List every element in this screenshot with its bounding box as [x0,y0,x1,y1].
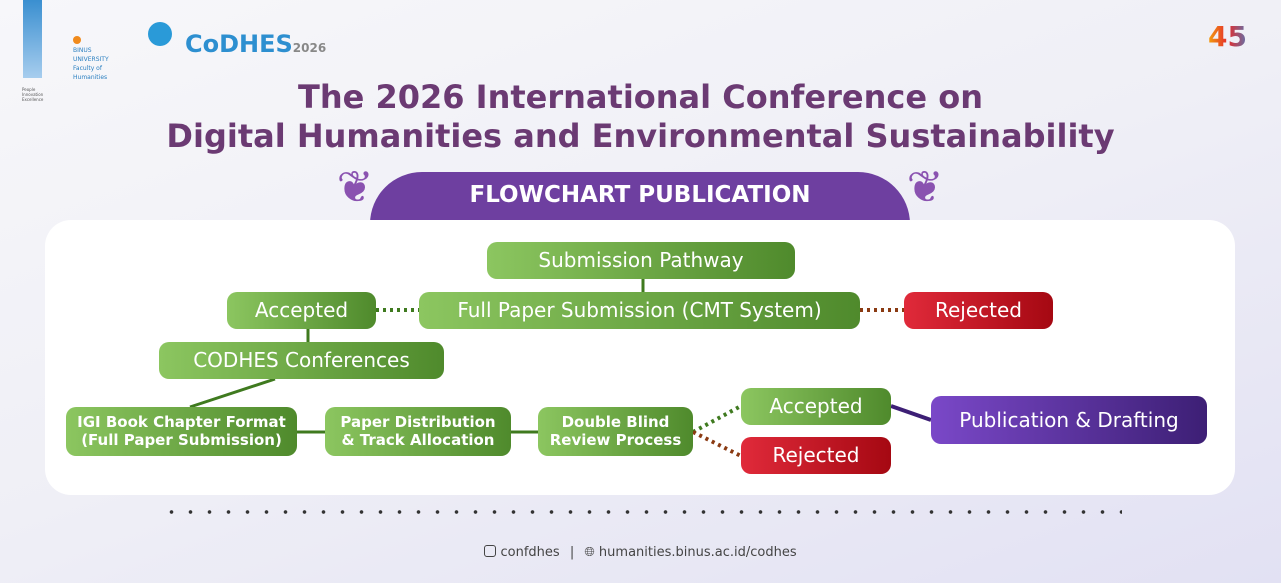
binus-tagline: People Innovation Excellence [22,87,44,102]
submission-pathway-box: Submission Pathway [487,242,795,279]
paper-distribution-box: Paper Distribution& Track Allocation [325,407,511,456]
binus-logo-text: BINUS UNIVERSITY Faculty of Humanities [73,47,109,81]
binus-logo-icon [73,36,81,44]
globe-icon: 🌐︎ [584,545,595,560]
footer: confdhes | 🌐︎ humanities.binus.ac.id/cod… [0,545,1281,560]
dot-pattern [162,502,1122,530]
ornament-left-icon: ❦ [336,162,374,213]
codhes-conferences-box: CODHES Conferences [159,342,444,379]
instagram-icon [484,545,497,557]
accepted-box: Accepted [227,292,376,329]
publication-drafting-box: Publication & Drafting [931,396,1207,444]
binus-logo: BINUS UNIVERSITY Faculty of Humanities [73,36,123,82]
instagram-handle[interactable]: confdhes [500,545,560,560]
igi-line-1: IGI Book Chapter Format [77,413,286,432]
accepted-review-box: Accepted [741,388,891,425]
connector-accepted-dotted [692,404,742,434]
full-paper-submission-box: Full Paper Submission (CMT System) [419,292,860,329]
rejected-box: Rejected [904,292,1053,329]
ornament-right-icon: ❦ [906,162,944,213]
dist-line-2: & Track Allocation [341,430,495,449]
review-line-2: Review Process [549,430,682,449]
connector-rejected-dotted [692,430,742,458]
igi-line-2: (Full Paper Submission) [81,430,282,449]
title-line-2: Digital Humanities and Environmental Sus… [166,117,1115,155]
binus-stripe [23,0,42,78]
bic-logo-icon [148,22,172,46]
igi-book-chapter-box: IGI Book Chapter Format(Full Paper Submi… [66,407,297,456]
website-link[interactable]: humanities.binus.ac.id/codhes [598,545,797,560]
codhes-logo: CoDHES2026 [185,30,327,58]
review-line-1: Double Blind [561,413,670,432]
title-line-1: The 2026 International Conference on [298,78,983,116]
connector-line [189,377,276,409]
connector-line [890,404,932,422]
rejected-review-box: Rejected [741,437,891,474]
dist-line-1: Paper Distribution [340,413,496,432]
footer-separator: | [569,545,575,560]
flowchart-banner: FLOWCHART PUBLICATION [370,172,910,224]
